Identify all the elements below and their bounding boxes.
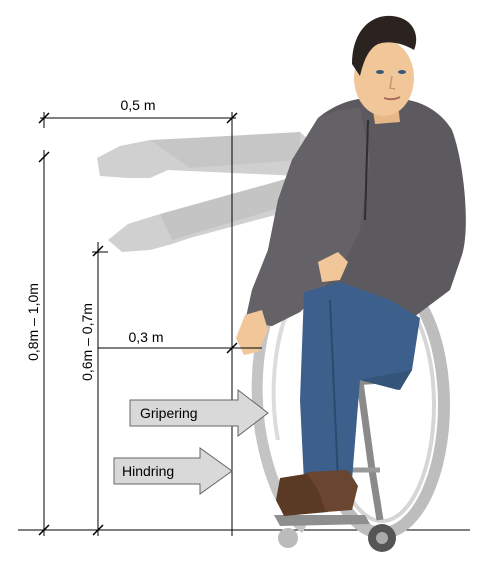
dimension-reach-forward: 0,5 m [39, 97, 237, 128]
reach-arm-silhouette-upper [97, 132, 320, 178]
grip-arrow: Gripering [130, 390, 268, 436]
label-height-high: 0,8m – 1,0m [25, 283, 41, 361]
label-height-low: 0,6m – 0,7m [79, 303, 95, 381]
dimension-height-low: 0,6m – 0,7m [79, 242, 108, 536]
dimension-reach-short: 0,3 m [98, 329, 262, 353]
dimension-height-high: 0,8m – 1,0m [25, 150, 49, 536]
label-reach-short: 0,3 m [128, 329, 163, 345]
obstacle-arrow: Hindring [114, 448, 232, 494]
label-reach-forward: 0,5 m [120, 97, 155, 113]
grip-label: Gripering [140, 405, 198, 421]
obstacle-label: Hindring [122, 463, 174, 479]
